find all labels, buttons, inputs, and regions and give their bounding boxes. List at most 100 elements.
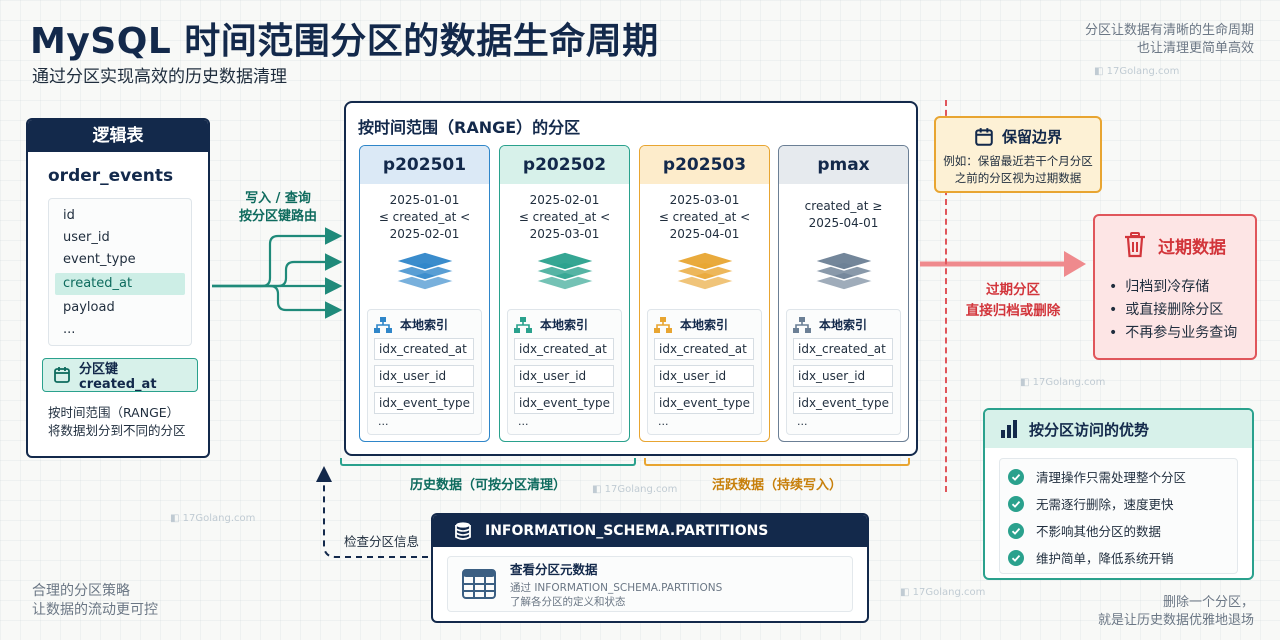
list-item: 不再参与业务查询 — [1109, 322, 1255, 345]
index-tree-icon — [374, 316, 392, 333]
local-index-title: 本地索引 — [680, 318, 729, 332]
column-item: user_id — [63, 230, 110, 245]
index-item: idx_event_type — [793, 392, 893, 414]
schema-title: INFORMATION_SCHEMA.PARTITIONS — [485, 523, 769, 539]
index-item: idx_user_id — [514, 365, 614, 387]
check-circle-icon — [1008, 468, 1024, 485]
local-index-title: 本地索引 — [400, 318, 449, 332]
retention-text: 例如：保留最近若干个月分区 之前的分区视为过期数据 — [943, 154, 1093, 185]
local-index-box: 本地索引 idx_created_at idx_user_id idx_event_t… — [647, 309, 762, 435]
partition-card: p202503 2025-03-01≤ created_at <2025-04-0… — [639, 145, 770, 442]
index-item: idx_event_type — [654, 392, 754, 414]
index-item: idx_user_id — [654, 365, 754, 387]
calendar-icon — [975, 127, 993, 146]
check-circle-icon — [1008, 522, 1024, 539]
partition-range: 2025-02-01≤ created_at <2025-03-01 — [518, 193, 611, 241]
partition-range: created_at ≥2025-04-01 — [804, 199, 883, 230]
table-grid-icon — [462, 569, 496, 599]
watermark: 17Golang.com — [592, 484, 678, 495]
logical-table-card: 逻辑表 order_events id user_id event_type c… — [26, 118, 210, 458]
check-partition-label: 检查分区信息 — [344, 534, 420, 549]
index-item: idx_event_type — [374, 392, 474, 414]
index-more: ... — [518, 415, 529, 428]
table-name: order_events — [48, 166, 174, 186]
local-index-box: 本地索引 idx_created_at idx_user_id idx_event_t… — [507, 309, 622, 435]
schema-check-arrow — [316, 466, 428, 558]
column-item: event_type — [63, 252, 136, 267]
historical-bracket — [340, 458, 636, 466]
list-item: 清理操作只需处理整个分区 — [1000, 463, 1237, 490]
information-schema-card: INFORMATION_SCHEMA.PARTITIONS 查看分区元数据 通过… — [431, 513, 869, 623]
advantages-list: 清理操作只需处理整个分区 无需逐行删除，速度更快 不影响其他分区的数据 维护简单… — [999, 458, 1238, 574]
partition-name: p202503 — [640, 146, 769, 184]
watermark: 17Golang.com — [170, 513, 256, 524]
advantages-card: 按分区访问的优势 清理操作只需处理整个分区 无需逐行删除，速度更快 不影响其他分… — [983, 408, 1254, 580]
schema-main-text: 查看分区元数据 — [510, 562, 598, 577]
retention-boundary-line — [945, 100, 947, 492]
watermark: 17Golang.com — [1094, 66, 1180, 77]
data-layers-icon — [812, 251, 876, 291]
trash-icon — [1125, 232, 1145, 258]
index-item: idx_created_at — [514, 338, 614, 360]
expired-data-title: 过期数据 — [1158, 237, 1226, 258]
list-item: 维护简单，降低系统开销 — [1000, 544, 1237, 571]
partition-range: 2025-03-01≤ created_at <2025-04-01 — [658, 193, 751, 241]
top-right-note: 分区让数据有清晰的生命周期 也让清理更简单高效 — [1084, 23, 1254, 56]
list-item: 归档到冷存储 — [1109, 276, 1255, 299]
routing-arrows — [212, 227, 343, 319]
index-item: idx_event_type — [514, 392, 614, 414]
list-item: 或直接删除分区 — [1109, 299, 1255, 322]
watermark: 17Golang.com — [1020, 377, 1106, 388]
index-more: ... — [378, 415, 389, 428]
column-item: payload — [63, 300, 115, 315]
index-tree-icon — [654, 316, 672, 333]
local-index-title: 本地索引 — [540, 318, 589, 332]
index-item: idx_user_id — [374, 365, 474, 387]
list-item: 不影响其他分区的数据 — [1000, 517, 1237, 544]
bar-chart-icon — [1001, 420, 1017, 438]
index-tree-icon — [793, 316, 811, 333]
page-subtitle: 通过分区实现高效的历史数据清理 — [32, 67, 287, 87]
check-circle-icon — [1008, 549, 1024, 566]
data-layers-icon — [533, 251, 597, 291]
column-item-highlighted: created_at — [55, 273, 185, 295]
logical-table-note: 按时间范围（RANGE） 将数据划分到不同的分区 — [48, 405, 186, 438]
check-circle-icon — [1008, 495, 1024, 512]
retention-title: 保留边界 — [1001, 128, 1062, 146]
column-item: id — [63, 208, 75, 223]
logical-table-header: 逻辑表 — [28, 120, 208, 152]
index-item: idx_created_at — [654, 338, 754, 360]
expire-arrow — [920, 251, 1086, 277]
index-more: ... — [658, 415, 669, 428]
index-more: ... — [797, 415, 808, 428]
bottom-right-note: 删除一个分区， 就是让历史数据优雅地退场 — [1097, 595, 1254, 628]
column-item: ... — [63, 322, 76, 337]
partition-key-label: 分区键 created_at — [79, 362, 157, 392]
retention-boundary-card: 保留边界 例如：保留最近若干个月分区 之前的分区视为过期数据 — [934, 116, 1102, 193]
data-layers-icon — [673, 251, 737, 291]
active-data-label: 活跃数据（持续写入） — [711, 478, 842, 493]
index-item: idx_user_id — [793, 365, 893, 387]
expired-data-card: 过期数据 归档到冷存储 或直接删除分区 不再参与业务查询 — [1093, 214, 1257, 360]
active-bracket — [644, 458, 910, 466]
partition-name: pmax — [779, 146, 908, 184]
index-item: idx_created_at — [793, 338, 893, 360]
advantages-title: 按分区访问的优势 — [1029, 420, 1150, 439]
historical-data-label: 历史数据（可按分区清理） — [409, 478, 566, 493]
index-tree-icon — [514, 316, 532, 333]
routing-label: 写入 / 查询 按分区键路由 — [238, 191, 317, 224]
column-list: id user_id event_type created_at payload… — [48, 198, 192, 346]
database-icon — [455, 522, 471, 540]
partition-key-badge: 分区键 created_at — [42, 358, 198, 392]
calendar-icon — [54, 367, 70, 383]
page-title: MySQL 时间范围分区的数据生命周期 — [30, 21, 659, 62]
partition-name: p202502 — [500, 146, 629, 184]
partitions-panel-title: 按时间范围（RANGE）的分区 — [358, 118, 581, 137]
index-item: idx_created_at — [374, 338, 474, 360]
expire-action-label: 过期分区 直接归档或删除 — [965, 282, 1061, 319]
schema-sub-text: 通过 INFORMATION_SCHEMA.PARTITIONS 了解各分区的定… — [510, 582, 723, 608]
local-index-box: 本地索引 idx_created_at idx_user_id idx_event_t… — [367, 309, 482, 435]
